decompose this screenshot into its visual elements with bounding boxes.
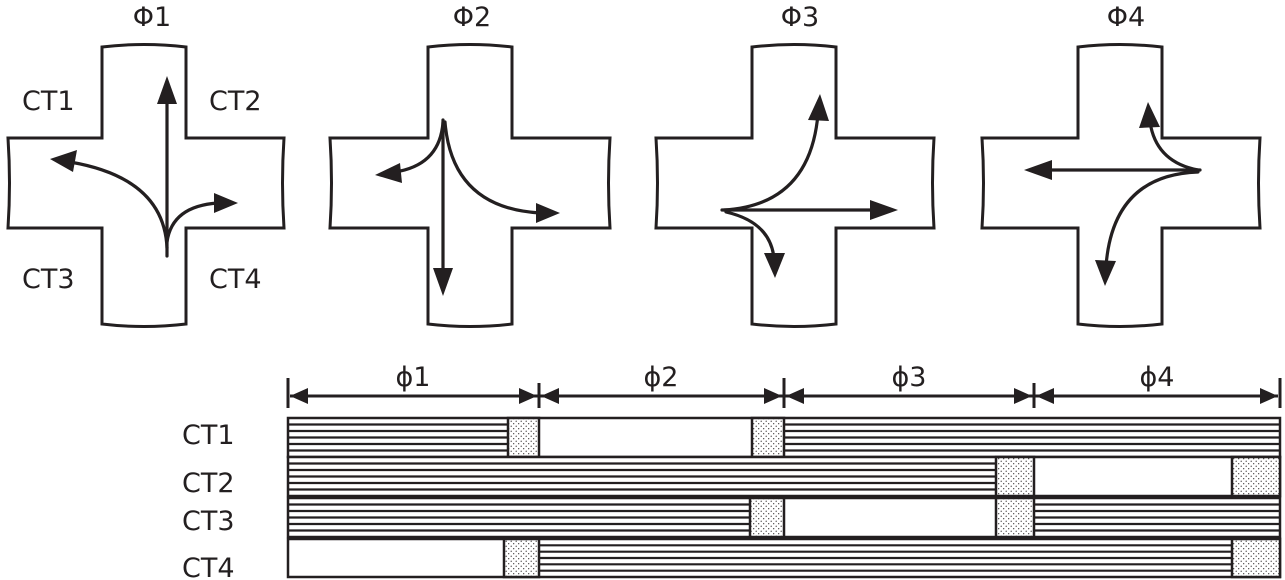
- timing-row-label-ct4: CT4: [182, 553, 235, 580]
- timing-row-2: [286, 455, 1282, 498]
- dim-arrow-3r: [1014, 388, 1032, 404]
- intersection-shape-4: [980, 43, 1262, 328]
- corner-label-ct3: CT3: [22, 264, 75, 295]
- right-turn-arrow-north-4: [1148, 120, 1200, 172]
- amber-interval: [994, 496, 1036, 539]
- corner-label-ct4: CT4: [209, 264, 262, 295]
- timing-row-1: [286, 416, 1282, 459]
- dim-arrow-4r: [1260, 388, 1278, 404]
- amber-interval: [994, 455, 1036, 498]
- left-turn-arrow-north: [722, 112, 820, 212]
- right-turn-arrow-west: [393, 120, 445, 174]
- intersection-phase-1: [6, 43, 286, 328]
- arrowhead-east-2: [536, 203, 560, 223]
- phase-dimension-lines: [286, 378, 1282, 408]
- corner-label-ct2: CT2: [209, 86, 262, 117]
- amber-interval: [748, 496, 786, 539]
- arrowhead-south: [433, 268, 453, 296]
- arrowhead-north-3: [808, 94, 829, 121]
- amber-interval: [506, 416, 541, 459]
- dim-arrow-3l: [786, 388, 804, 404]
- intersection-phase-4: [980, 43, 1262, 328]
- timing-rows: [286, 416, 1282, 579]
- arrowhead-north-4: [1139, 102, 1160, 128]
- arrowhead-north: [157, 76, 177, 104]
- dim-arrow-4l: [1036, 388, 1054, 404]
- intersection-phase-2: [328, 43, 612, 328]
- timing-row-label-ct2: CT2: [182, 468, 235, 499]
- intersection-shape-1: [6, 43, 286, 328]
- timing-row-label-ct1: CT1: [182, 420, 235, 451]
- timing-row-label-ct3: CT3: [182, 506, 235, 537]
- arrowhead-east-3: [870, 200, 898, 220]
- arrowhead-south-4: [1095, 260, 1116, 286]
- phase-title-3: Φ3: [781, 2, 819, 33]
- amber-interval: [1230, 537, 1282, 579]
- arrowhead-west: [50, 150, 77, 172]
- timing-phase-label-1: ϕ1: [396, 362, 431, 393]
- arrowhead-west-4: [1024, 160, 1052, 180]
- timing-phase-label-3: ϕ3: [892, 362, 927, 393]
- left-turn-arrow-south-4: [1104, 170, 1200, 268]
- arrowhead-east: [214, 193, 238, 213]
- timing-row-3: [286, 496, 1282, 539]
- timing-phase-label-2: ϕ2: [644, 362, 679, 393]
- timing-phase-label-4: ϕ4: [1140, 362, 1175, 393]
- dim-arrow-2r: [764, 388, 782, 404]
- phase-title-2: Φ2: [453, 2, 491, 33]
- timing-row-4: [286, 537, 1282, 579]
- left-turn-arrow-west: [68, 160, 169, 250]
- arrowhead-south-3: [764, 253, 785, 278]
- amber-interval: [502, 537, 541, 579]
- dim-arrow-1r: [519, 388, 537, 404]
- phase-title-4: Φ4: [1107, 2, 1145, 33]
- amber-interval: [750, 416, 786, 459]
- phase-title-1: Φ1: [133, 2, 171, 33]
- intersection-shape-3: [654, 43, 936, 328]
- intersection-phase-3: [654, 43, 936, 328]
- dim-arrow-1l: [290, 388, 308, 404]
- right-turn-arrow-east: [165, 201, 220, 244]
- corner-label-ct1: CT1: [22, 86, 75, 117]
- amber-interval: [1230, 455, 1282, 498]
- dim-arrow-2l: [541, 388, 559, 404]
- right-turn-arrow-south: [724, 210, 776, 260]
- arrowhead-west-2: [375, 163, 402, 183]
- left-turn-arrow-east: [443, 120, 542, 215]
